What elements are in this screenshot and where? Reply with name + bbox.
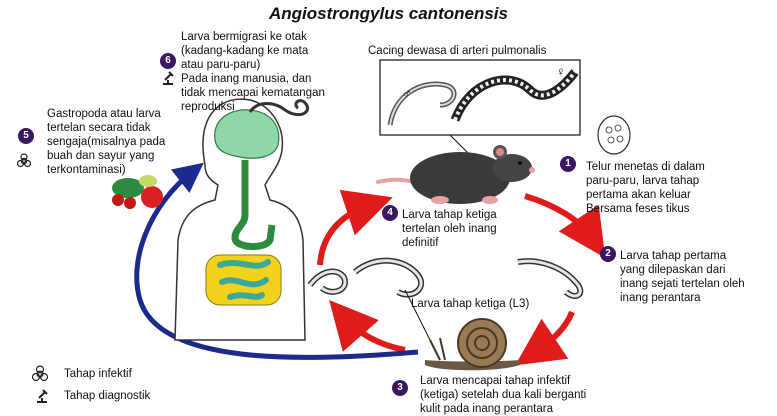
- egg-icon: [598, 116, 630, 154]
- female-symbol: ♀: [556, 64, 566, 79]
- brain-icon: [215, 110, 279, 158]
- arrow-l3-to-rat: [320, 205, 370, 265]
- step-2-text: Larva tahap pertama yang dilepaskan dari…: [620, 249, 745, 305]
- male-symbol: ♂: [402, 86, 412, 101]
- step-6-text-human: Pada inang manusia, dan tidak mencapai k…: [181, 72, 325, 114]
- legend-diagnostic-label: Tahap diagnostik: [64, 389, 150, 403]
- legend-microscope-icon: [37, 390, 47, 402]
- snail-icon: [425, 319, 520, 370]
- step-6-text: Larva bermigrasi ke otak (kadang-kadang …: [181, 30, 308, 72]
- legend-biohazard-icon: [33, 366, 48, 381]
- adult-box-label: Cacing dewasa di arteri pulmonalis: [368, 44, 546, 58]
- step-1-badge: 1: [560, 156, 576, 172]
- step-3-text: Larva mencapai tahap infektif (ketiga) s…: [420, 374, 586, 416]
- step-6-badge: 6: [160, 53, 176, 69]
- step-4-badge: 4: [382, 205, 398, 221]
- arrow-larva1-to-snail: [535, 312, 572, 352]
- step-2-badge: 2: [600, 246, 616, 262]
- step-3-badge: 3: [392, 380, 408, 396]
- arrow-rat-to-step2: [525, 196, 592, 238]
- microscope-icon: [163, 72, 173, 84]
- legend-infective-label: Tahap infektif: [64, 367, 132, 381]
- first-stage-larva-icon: [518, 261, 580, 296]
- biohazard-icon: [18, 154, 31, 167]
- step-5-badge: 5: [18, 128, 34, 144]
- arrow-snail-to-l3: [345, 318, 405, 350]
- l3-label: Larva tahap ketiga (L3): [411, 297, 529, 311]
- step-5-text: Gastropoda atau larva tertelan secara ti…: [47, 107, 165, 177]
- rat-icon: [378, 145, 535, 204]
- adult-worms-box: [380, 60, 580, 155]
- step-1-text: Telur menetas di dalam paru-paru, larva …: [586, 160, 705, 216]
- fruit-icon: [112, 175, 163, 209]
- step-4-text: Larva tahap ketiga tertelan oleh inang d…: [402, 208, 497, 250]
